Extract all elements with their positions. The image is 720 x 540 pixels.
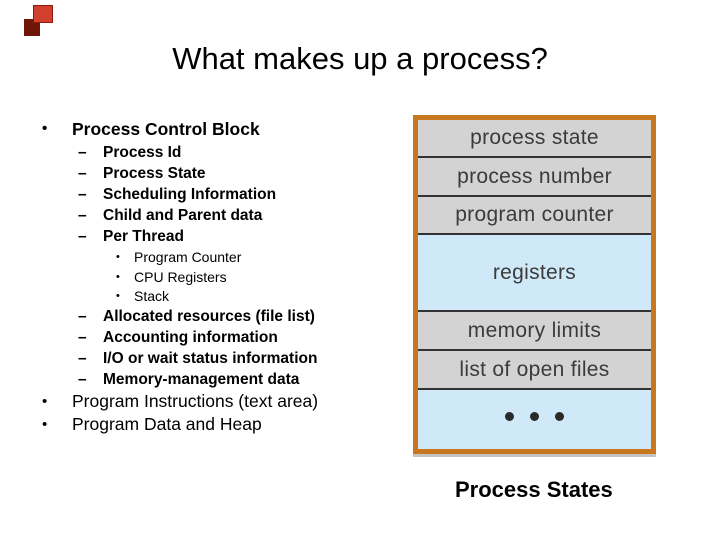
list-item: –Child and Parent data <box>40 206 420 227</box>
list-item: –Process Id <box>40 143 420 164</box>
list-item-text: Program Instructions (text area) <box>72 390 319 411</box>
diagram-row-registers: registers <box>418 235 651 312</box>
corner-decoration-red-square <box>33 5 53 23</box>
diagram-row-process-state: process state <box>418 120 651 158</box>
dash-icon: – <box>78 307 87 325</box>
list-item: • CPU Registers <box>40 268 420 288</box>
list-item: –Accounting information <box>40 328 420 349</box>
bullet-icon: • <box>116 270 120 283</box>
dash-icon: – <box>78 186 87 203</box>
diagram-row-process-number: process number <box>418 158 651 197</box>
list-item-text: Process Control Block <box>72 119 260 139</box>
dash-icon: – <box>78 144 87 161</box>
diagram-row-list-of-open-files: list of open files <box>418 351 651 390</box>
list-item-text: Allocated resources (file list) <box>103 307 315 325</box>
ellipsis-dots-icon <box>505 412 564 421</box>
bullet-list: •Process Control Block –Process Id –Proc… <box>40 118 420 437</box>
list-item: • Program Data and Heap <box>40 414 420 437</box>
dash-icon: – <box>78 328 87 346</box>
diagram-row-program-counter: program counter <box>418 197 651 235</box>
figure-caption: Process States <box>455 477 613 502</box>
bullet-icon: • <box>42 120 48 137</box>
dot-icon <box>555 412 564 421</box>
list-item: –Scheduling Information <box>40 185 420 206</box>
list-item-text: I/O or wait status information <box>103 349 318 367</box>
bullet-icon: • <box>116 251 120 263</box>
list-item: • Program Instructions (text area) <box>40 391 420 414</box>
corner-decoration-maroon-square <box>24 19 40 36</box>
list-item: –Process State <box>40 164 420 185</box>
diagram-row-memory-limits: memory limits <box>418 312 651 351</box>
pcb-diagram: process state process number program cou… <box>413 115 656 454</box>
dash-icon: – <box>78 228 87 245</box>
list-item-text: Scheduling Information <box>103 186 277 203</box>
list-item-text: CPU Registers <box>134 268 227 285</box>
list-item-text: Program Data and Heap <box>72 413 262 434</box>
bullet-icon: • <box>42 415 48 433</box>
list-item-text: Stack <box>134 288 170 304</box>
list-item-text: Child and Parent data <box>103 207 263 224</box>
list-item-text: Memory-management data <box>103 370 300 388</box>
bullet-icon: • <box>42 392 48 410</box>
list-item: –Memory-management data <box>40 370 420 391</box>
dash-icon: – <box>78 165 87 182</box>
list-item-text: Per Thread <box>103 228 184 245</box>
list-item: • Stack <box>40 287 420 307</box>
list-item-text: Process State <box>103 165 206 182</box>
bullet-icon: • <box>116 290 120 302</box>
slide-title: What makes up a process? <box>172 41 548 76</box>
list-item-text: Accounting information <box>103 328 278 346</box>
diagram-row-ellipsis <box>418 390 651 449</box>
dash-icon: – <box>78 370 87 388</box>
dash-icon: – <box>78 349 87 367</box>
dot-icon <box>530 412 539 421</box>
list-item: • Program Counter <box>40 248 420 268</box>
list-item: –Per Thread <box>40 227 420 248</box>
dash-icon: – <box>78 207 87 224</box>
list-item-text: Program Counter <box>134 249 242 265</box>
list-item: • Process Control Block <box>40 118 420 143</box>
list-item: –I/O or wait status information <box>40 349 420 370</box>
list-item: –Allocated resources (file list) <box>40 307 420 328</box>
list-item-text: Process Id <box>103 144 182 161</box>
dot-icon <box>505 412 514 421</box>
